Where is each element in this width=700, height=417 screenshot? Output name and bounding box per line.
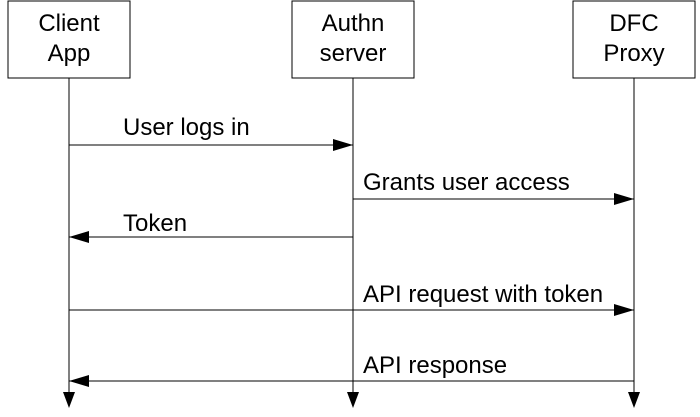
participant-authn-server: Authn server xyxy=(291,0,415,408)
lifeline-end-arrow xyxy=(347,392,359,408)
participant-label-line-1: Authn xyxy=(322,10,385,37)
lifeline-end-arrow xyxy=(63,392,75,408)
message-token: Token xyxy=(69,210,353,243)
participant-box xyxy=(7,0,131,79)
message-label: API response xyxy=(363,352,507,379)
message-user-logs-in: User logs in xyxy=(69,114,353,151)
message-label: API request with token xyxy=(363,281,603,308)
lifeline-end-arrow xyxy=(628,392,640,408)
message-label: Token xyxy=(123,210,187,237)
participant-box xyxy=(572,0,696,79)
message-api-response: API response xyxy=(69,352,634,387)
participant-label-line-1: Client xyxy=(38,10,100,37)
participant-label-line-1: DFC xyxy=(609,10,658,37)
message-api-request-with-token: API request with token xyxy=(69,281,634,316)
message-grants-user-access: Grants user access xyxy=(353,169,634,205)
participant-box xyxy=(291,0,415,79)
participant-label-line-2: Proxy xyxy=(603,40,664,67)
participant-label-line-2: server xyxy=(320,40,387,67)
participant-client-app: Client App xyxy=(7,0,131,408)
participant-dfc-proxy: DFC Proxy xyxy=(572,0,696,408)
message-label: User logs in xyxy=(123,114,250,141)
participant-label-line-2: App xyxy=(48,40,91,67)
message-label: Grants user access xyxy=(363,169,570,196)
